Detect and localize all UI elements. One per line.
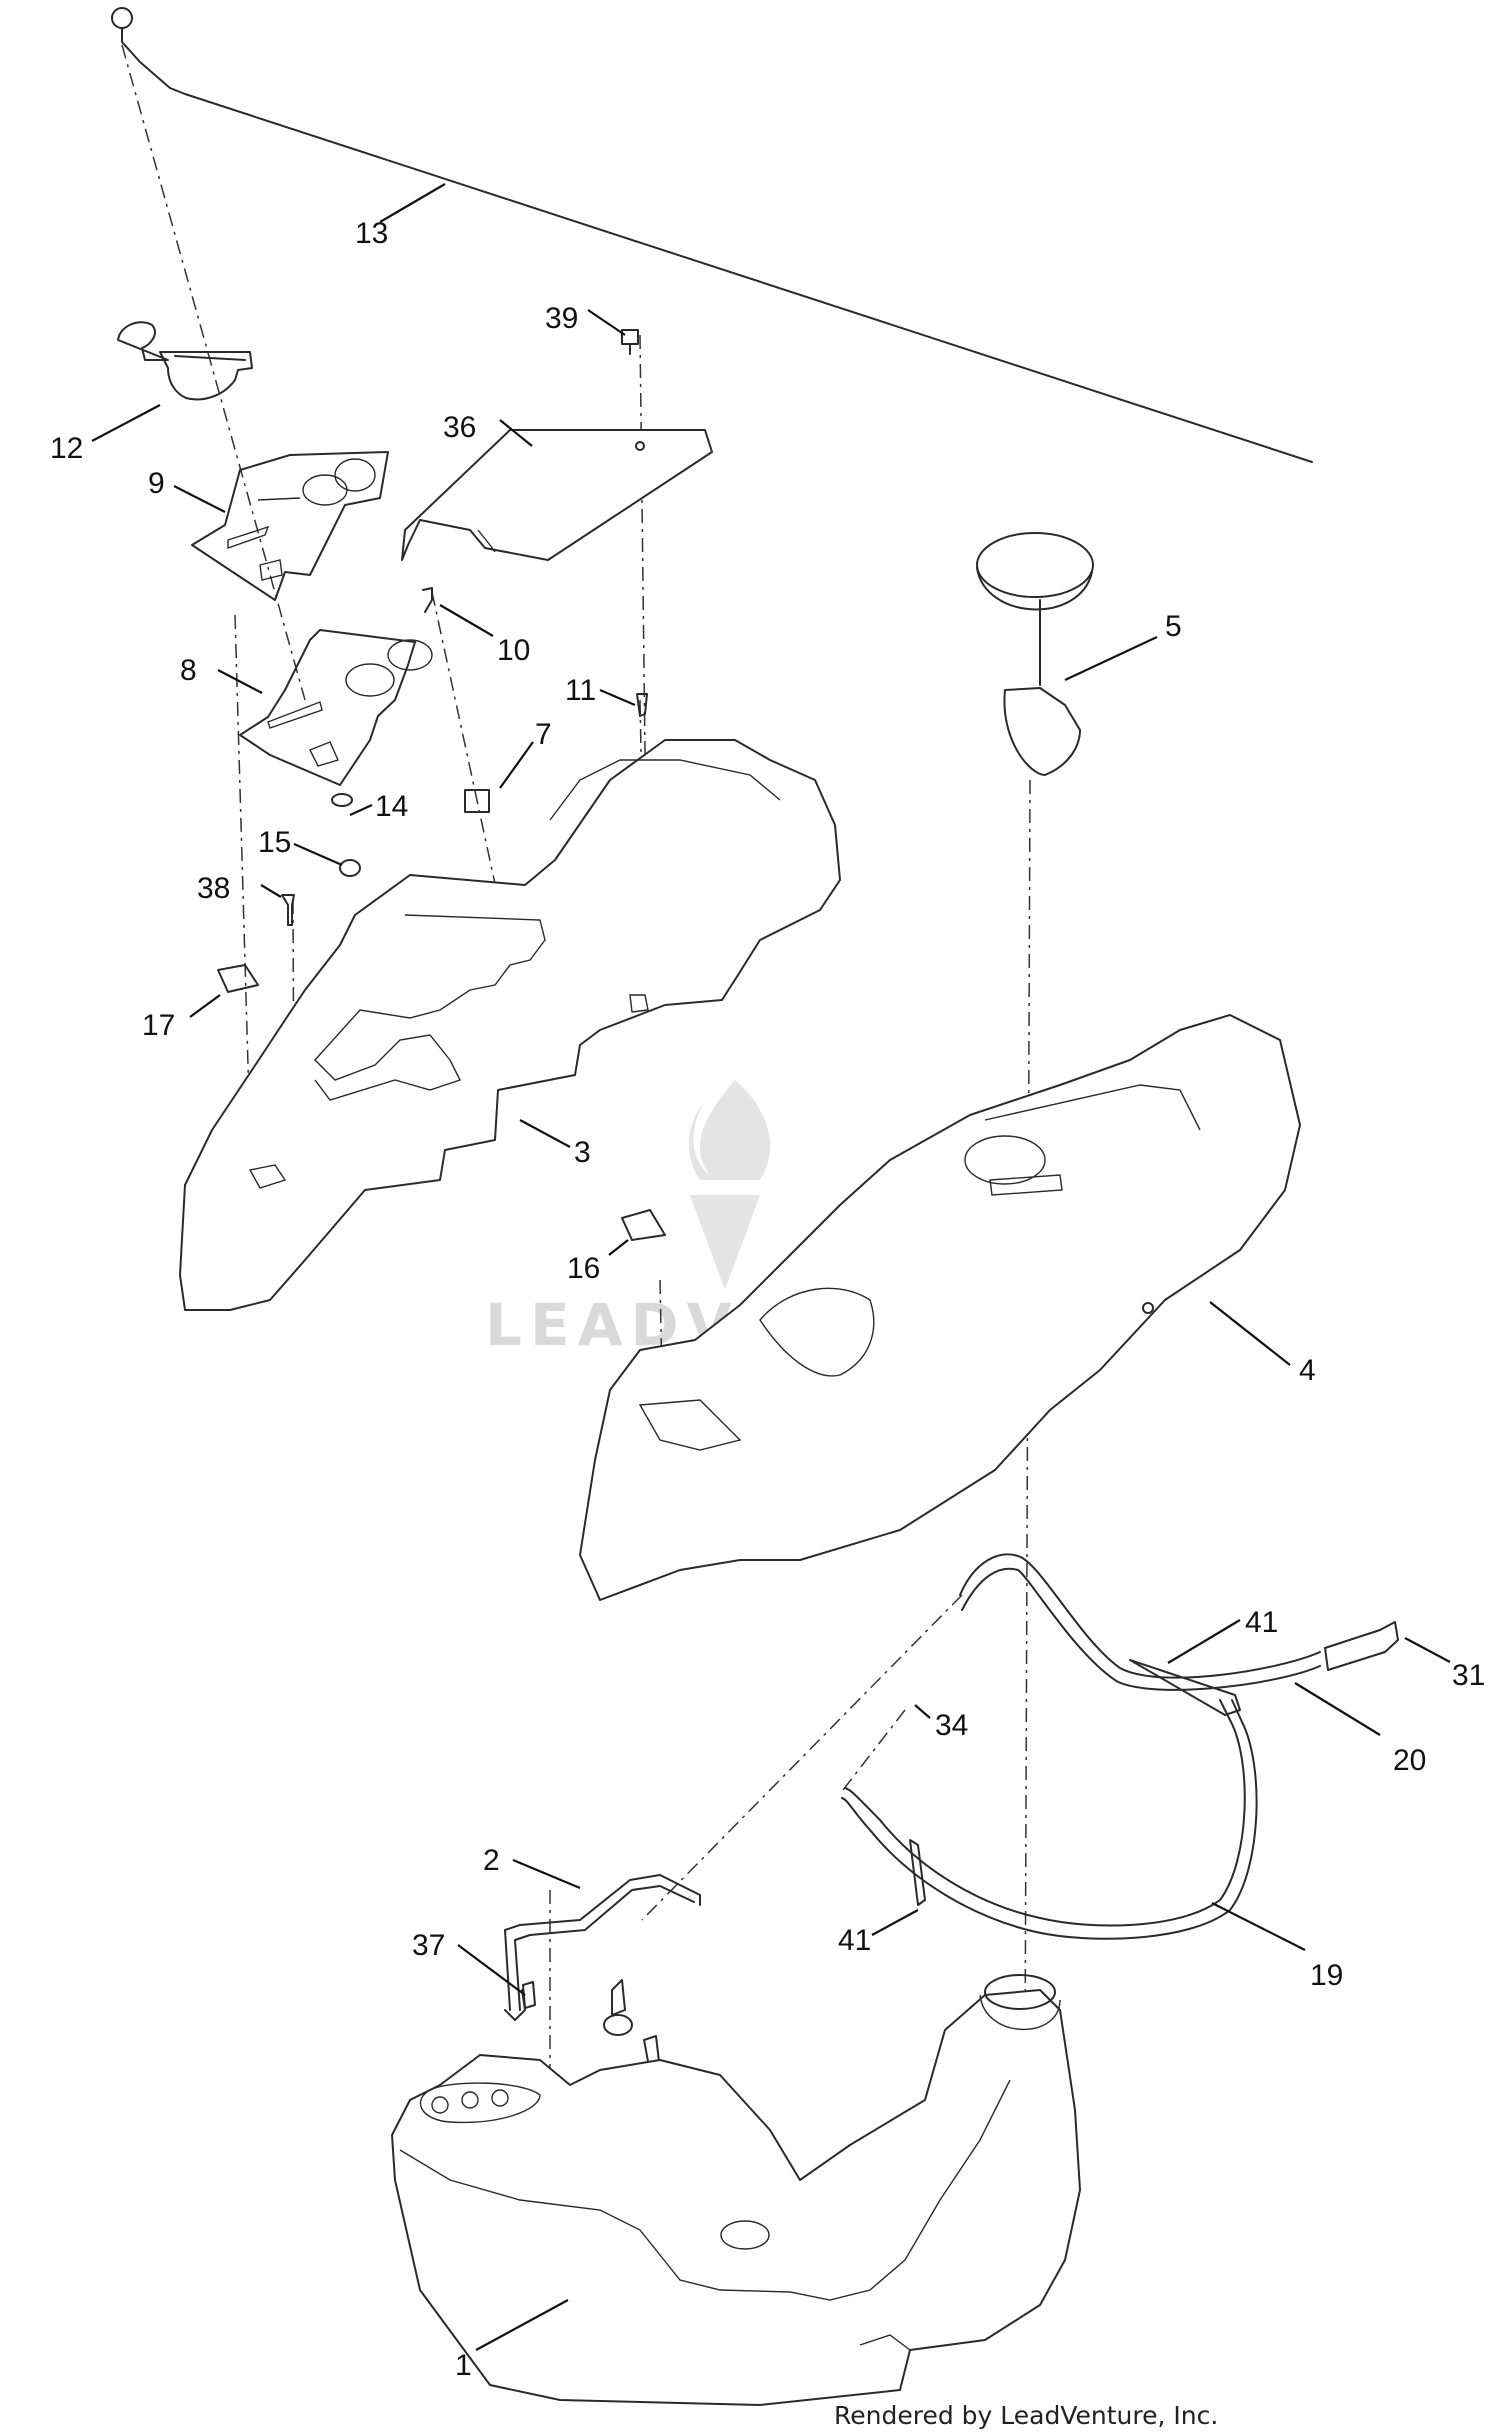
callout-20: 20 [1393,1744,1426,1777]
callout-9: 9 [148,467,165,500]
callout-10: 10 [497,634,530,667]
part-37-clip [522,1981,536,2009]
callout-37: 37 [412,1929,445,1962]
callout-19: 19 [1310,1959,1343,1992]
callout-7: 7 [535,718,552,751]
part-9-plate [191,451,389,601]
part-3-shroud [179,739,841,1311]
callout-41-upper: 41 [1245,1606,1278,1639]
callout-labels: 1 2 3 4 5 7 8 9 10 11 12 13 14 15 16 17 … [50,217,1485,2382]
fasteners [281,329,648,926]
callout-4: 4 [1299,1354,1316,1387]
callout-38: 38 [197,872,230,905]
callout-3: 3 [574,1136,591,1169]
callout-39: 39 [545,302,578,335]
part-4-shroud [579,1014,1301,1601]
callout-15: 15 [258,826,291,859]
callout-13: 13 [355,217,388,250]
part-13-cable [111,7,1313,463]
part-16-pad [621,1209,666,1241]
leadventure-flame-logo [688,1080,771,1290]
callout-11: 11 [565,674,596,707]
callout-12: 12 [50,432,83,465]
callout-16: 16 [567,1252,600,1285]
callout-17: 17 [142,1009,175,1042]
callout-8: 8 [180,654,197,687]
render-credit: Rendered by LeadVenture, Inc. [834,2401,1219,2430]
callout-leaders [91,183,1451,2351]
callout-34: 34 [935,1709,968,1742]
callout-41-lower: 41 [838,1924,871,1957]
part-19-20-hoses [841,1553,1399,1940]
part-5-fuel-cap [976,532,1094,776]
callout-2: 2 [483,1844,500,1877]
part-8-plate [239,629,433,786]
callout-36: 36 [443,411,476,444]
part-36-cover [401,429,713,561]
callout-1: 1 [455,2349,472,2382]
part-12-lever [117,321,253,401]
callout-31: 31 [1452,1659,1485,1692]
part-17-pad [217,964,259,993]
callout-14: 14 [375,790,408,823]
callout-5: 5 [1165,610,1182,643]
